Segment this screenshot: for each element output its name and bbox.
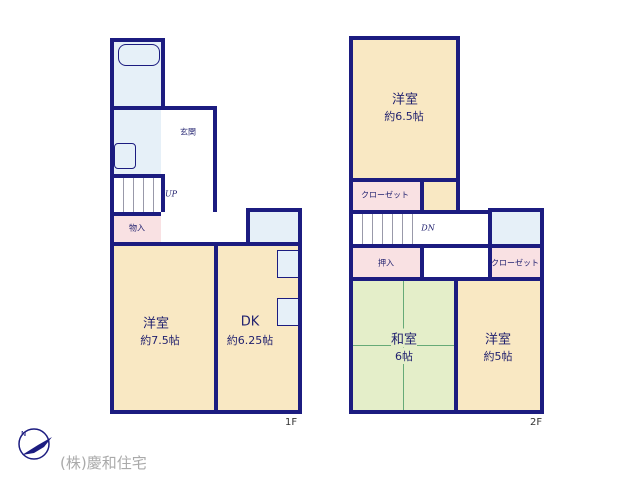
closet-door-area xyxy=(420,178,460,214)
western-room-5-name: 洋室 xyxy=(484,332,512,348)
washbasin-icon xyxy=(114,143,136,169)
closet-2f-b-label: クローゼット xyxy=(491,258,539,268)
western-room-1f-name: 洋室 xyxy=(142,316,170,332)
floor-1f-label: 1F xyxy=(285,417,298,428)
stairs-1f xyxy=(110,174,165,216)
western-room-1f-size: 約7.5帖 xyxy=(140,334,180,347)
bathtub-icon xyxy=(118,44,160,66)
dk-name: DK xyxy=(240,314,260,330)
company-name: (株)慶和住宅 xyxy=(60,454,147,472)
western-room-5-size: 約5帖 xyxy=(483,350,513,363)
western-room-6-5-size: 約6.5帖 xyxy=(384,110,424,123)
japanese-room-size: 6帖 xyxy=(395,348,413,364)
oshiire-label: 押入 xyxy=(378,258,394,268)
closet-2f-a-label: クローゼット xyxy=(361,190,409,200)
floor-2f-label: 2F xyxy=(530,417,543,428)
western-room-5 xyxy=(454,277,544,414)
toilet-1f xyxy=(246,208,302,246)
japanese-room-name: 和室 xyxy=(390,328,418,348)
compass-icon: N xyxy=(18,428,52,460)
svg-text:N: N xyxy=(21,430,26,438)
toilet-2f xyxy=(488,208,544,248)
dn-label: DN xyxy=(421,223,435,233)
stairs-2f xyxy=(349,210,424,248)
western-room-6-5-name: 洋室 xyxy=(391,92,419,108)
dining-kitchen xyxy=(214,242,302,414)
dk-size: 約6.25帖 xyxy=(226,334,274,347)
up-label: UP xyxy=(164,189,178,199)
hallway-1f xyxy=(161,212,251,246)
entrance-label: 玄関 xyxy=(180,127,196,137)
sink-icon xyxy=(277,298,299,326)
entrance xyxy=(161,106,217,216)
hallway-2f xyxy=(420,210,492,248)
stove-icon xyxy=(277,250,299,278)
western-room-1f xyxy=(110,242,218,414)
storage-label: 物入 xyxy=(129,223,145,233)
